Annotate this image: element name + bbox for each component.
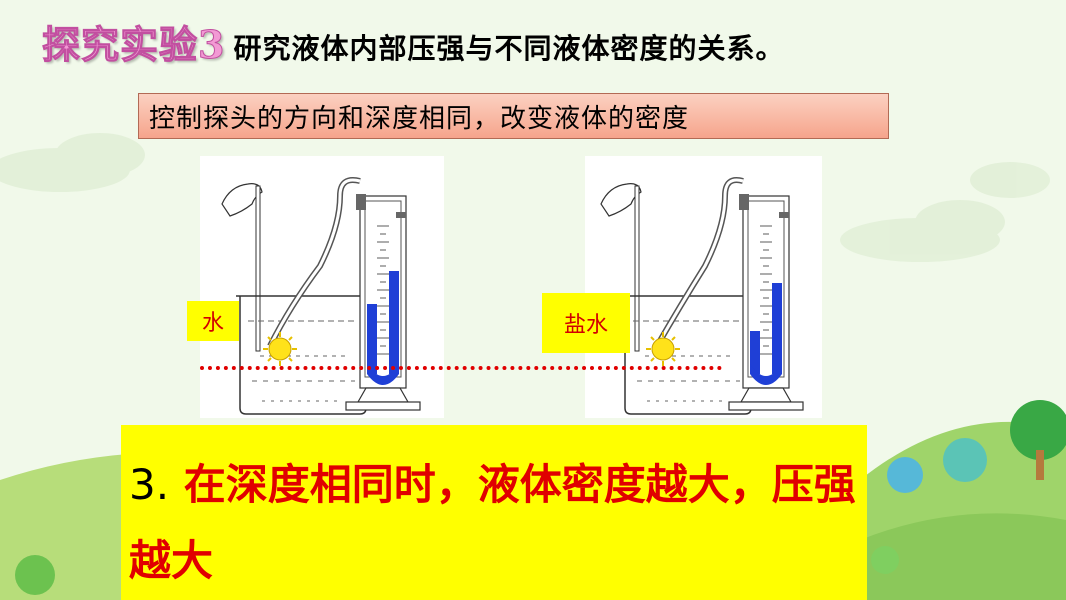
title-prefix: 探究实验3 [41,22,226,68]
pressure-gauge-diagram-water [221,177,421,415]
control-condition-box: 控制探头的方向和深度相同，改变液体的密度 [138,93,889,139]
experiment-panel-salt-water [585,156,822,418]
conclusion-text: 在深度相同时，液体密度越大，压强越大 [129,460,856,585]
liquid-label-water: 水 [187,301,239,341]
conclusion-number: 3. [129,460,170,509]
liquid-label-salt-water: 盐水 [542,293,630,353]
experiment-panel-water [200,156,444,418]
conclusion-box: 3. 在深度相同时，液体密度越大，压强越大 [121,425,867,600]
page-title: 探究实验3 研究液体内部压强与不同液体密度的关系。 [41,14,785,69]
pressure-gauge-diagram-salt-water [600,177,804,415]
title-text: 研究液体内部压强与不同液体密度的关系。 [233,32,785,65]
equal-depth-reference-line [200,366,722,370]
